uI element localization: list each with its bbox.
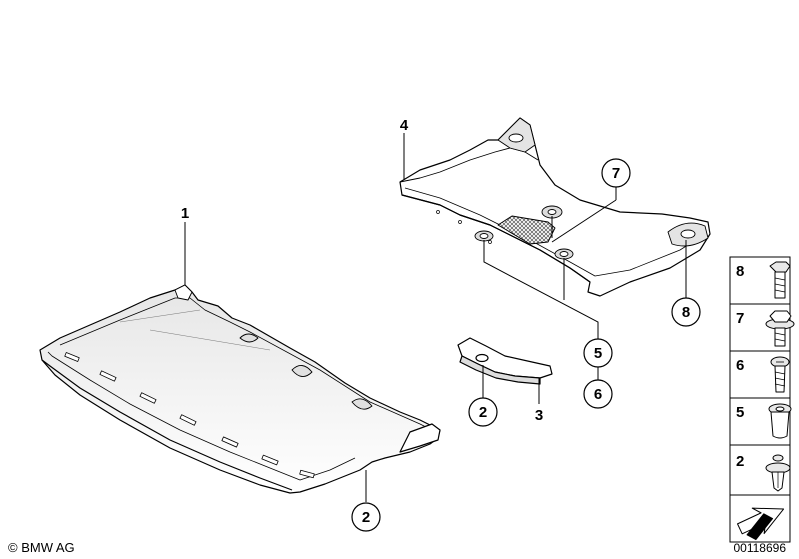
bracket [457, 337, 553, 385]
legend-number-2: 2 [736, 453, 744, 470]
svg-text:2: 2 [362, 509, 370, 526]
copyright-label: © BMW AG [8, 540, 75, 555]
underbody-shield-rear [399, 117, 711, 297]
underbody-panel-front [39, 284, 441, 494]
callout-2-bottom: 2 [351, 502, 381, 532]
callout-2-mid: 2 [468, 397, 498, 427]
plastic-rivet-icon [765, 454, 791, 492]
callout-5: 5 [583, 338, 613, 368]
callout-6: 6 [583, 379, 613, 409]
bolt-hex-icon [769, 261, 791, 299]
callout-4: 4 [400, 117, 409, 134]
callout-8: 8 [671, 297, 701, 327]
svg-text:6: 6 [594, 386, 602, 403]
expanding-nut-icon [768, 403, 792, 439]
fastener-legend [729, 256, 791, 543]
screw-icon [770, 356, 790, 393]
legend-number-6: 6 [736, 357, 744, 374]
diagram-number: 00118696 [734, 541, 787, 555]
svg-text:7: 7 [612, 165, 620, 182]
callout-1: 1 [181, 205, 189, 222]
legend-number-7: 7 [736, 310, 744, 327]
direction-arrow-icon [737, 507, 785, 541]
callout-3: 3 [535, 407, 543, 424]
callout-7: 7 [601, 158, 631, 188]
svg-text:5: 5 [594, 345, 602, 362]
svg-text:2: 2 [479, 404, 487, 421]
legend-number-5: 5 [736, 404, 744, 421]
legend-number-8: 8 [736, 263, 744, 280]
bolt-hex-washer-icon [765, 310, 795, 347]
svg-text:8: 8 [682, 304, 690, 321]
